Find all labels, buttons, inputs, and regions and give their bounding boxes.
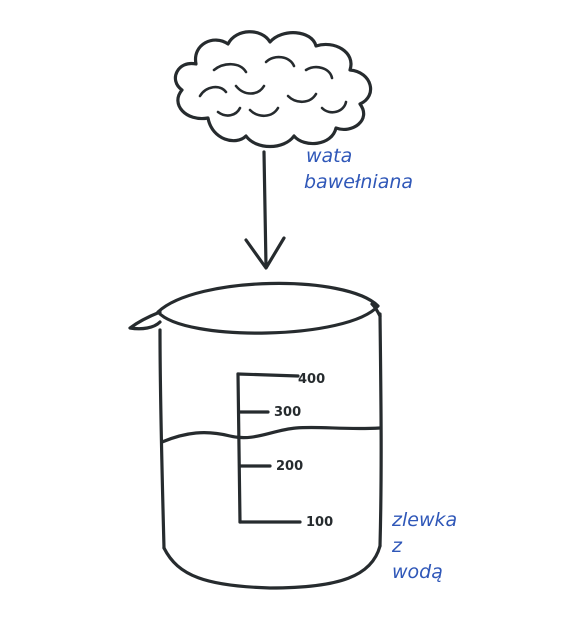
water-surface [160, 425, 382, 444]
scale-mark-200: 200 [276, 459, 303, 474]
cotton-wool-label: wata [306, 145, 352, 167]
beaker-icon [128, 281, 383, 590]
beaker-label-line2: z [391, 535, 403, 557]
down-arrow-icon [244, 150, 286, 270]
beaker-label-line3: wodą [392, 561, 443, 583]
cotton-wool-cloud-icon [173, 30, 373, 149]
graduated-scale: 400 300 200 100 [236, 372, 333, 530]
beaker-label: zlewka [391, 509, 457, 531]
scale-mark-100: 100 [306, 515, 333, 530]
cotton-wool-label-line2: bawełniana [304, 171, 413, 193]
scale-mark-300: 300 [274, 405, 301, 420]
scale-mark-400: 400 [298, 372, 325, 387]
